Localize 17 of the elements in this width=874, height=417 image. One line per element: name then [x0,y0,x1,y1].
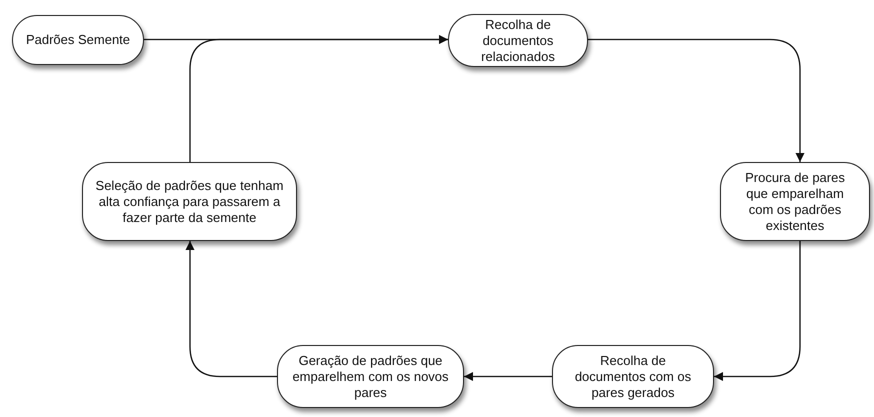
process-box [82,162,297,241]
process-box [720,162,870,241]
box-text: Seleção de padrões que tenham alta confiança para passarem a fazer parte da semente [95,178,284,226]
process-box [12,15,144,65]
box-text: Recolha de documentos com os pares gerados [574,352,692,400]
process-box [552,345,714,408]
arrow [588,38,804,162]
box-text: Padrões Semente [26,32,130,48]
process-box [277,345,464,408]
box-text: Procura de pares que emparelham com os padrões existentes [744,170,846,234]
arrow [464,372,552,381]
process-box [448,14,588,67]
box-text: Geração de padrões que emparelhem com os novos pares [291,352,450,400]
arrow [714,241,801,381]
arrow [186,241,277,378]
arrow [189,35,448,162]
box-text: Recolha de documentos relacionados [480,16,556,64]
